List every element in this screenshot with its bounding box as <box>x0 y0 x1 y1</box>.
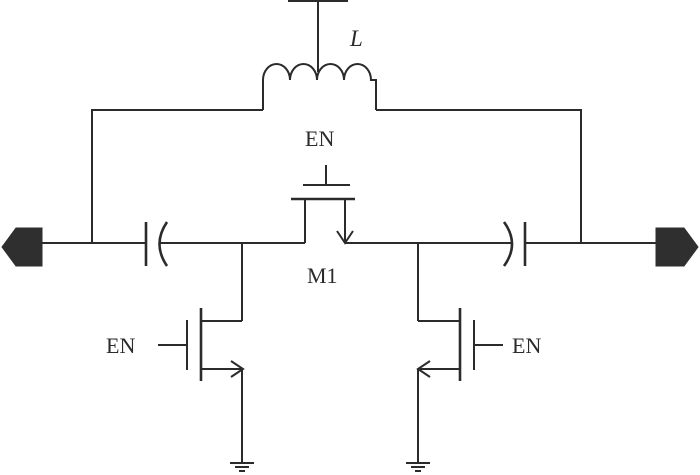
right-shunt-transistor <box>406 243 503 472</box>
left-shunt-transistor <box>158 243 254 472</box>
m1-name-label: M1 <box>307 263 338 288</box>
right-port-terminal <box>655 227 699 267</box>
inductor-label: L <box>349 26 363 51</box>
inductor-coil <box>262 63 377 110</box>
m1-source-arrow <box>336 230 354 245</box>
m1-gate-label: EN <box>305 126 334 151</box>
left-port-terminal <box>1 227 43 267</box>
switch-transistor-M1 <box>291 165 355 245</box>
left-capacitor-curved-plate <box>158 221 169 267</box>
left-gate-label: EN <box>106 333 135 358</box>
left-loop-wire <box>91 109 263 243</box>
right-loop-wire <box>376 109 582 243</box>
inductor-L <box>262 0 377 110</box>
right-gate-label: EN <box>512 333 541 358</box>
right-capacitor-curved-plate <box>502 221 514 267</box>
